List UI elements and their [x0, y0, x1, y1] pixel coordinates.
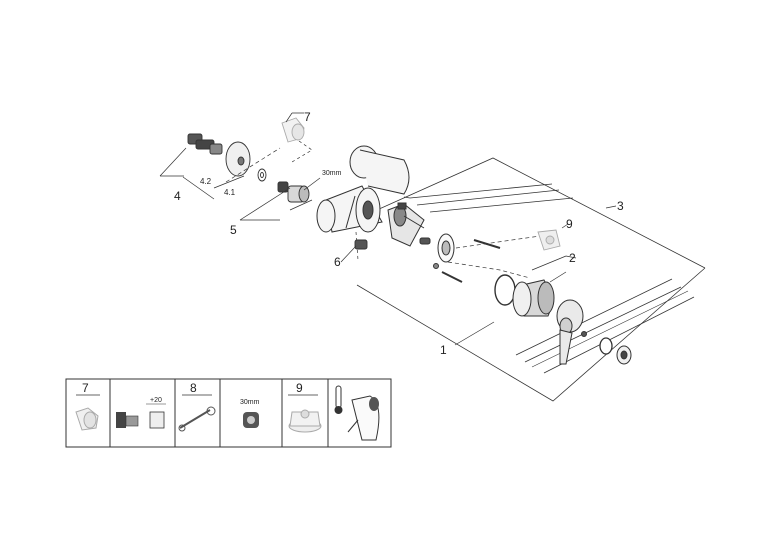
legend-cell-extension: +20 — [116, 397, 166, 429]
mixer-body — [316, 145, 410, 233]
callout-4: 4 — [174, 189, 181, 203]
screws — [433, 239, 501, 283]
legend-cell-9: 9 — [288, 381, 322, 433]
part-6-aerator — [340, 231, 368, 263]
callout-5: 5 — [230, 223, 237, 237]
dimension-30mm: 30mm — [322, 170, 342, 177]
legend-number-8: 8 — [190, 381, 197, 395]
wrench-icon — [179, 409, 211, 429]
legend-number-9: 9 — [296, 381, 303, 395]
mounting-plate — [437, 233, 541, 279]
legend-cell-temperature — [334, 385, 380, 441]
part-7-cap — [281, 112, 313, 163]
part-4-connection — [159, 133, 281, 200]
lever-handle — [556, 299, 632, 365]
callout-4-1: 4.1 — [224, 188, 236, 197]
thermometer-icon — [335, 385, 342, 409]
s-union-fitting — [187, 133, 223, 155]
part-5-nut — [239, 177, 321, 221]
part-9-tool — [537, 223, 569, 251]
legend-strip: 7 +20 8 30mm 9 — [65, 378, 392, 448]
rosette-4-1 — [225, 141, 251, 177]
legend-note-plus20: +20 — [150, 397, 162, 404]
callout-9: 9 — [566, 217, 573, 231]
legend-number-7: 7 — [82, 381, 89, 395]
washer — [257, 168, 267, 182]
callout-1: 1 — [440, 343, 447, 357]
legend-note-30mm: 30mm — [240, 399, 260, 406]
legend-cell-7: 7 — [75, 381, 99, 431]
leader-lines — [403, 196, 617, 346]
cartridge — [387, 202, 431, 247]
legend-cell-8: 8 — [178, 381, 216, 432]
callout-6: 6 — [334, 255, 341, 269]
wall-plane — [349, 157, 706, 402]
callout-4-2: 4.2 — [200, 177, 212, 186]
callout-3: 3 — [617, 199, 624, 213]
callout-7: 7 — [304, 110, 311, 124]
part-2-sleeve — [494, 255, 577, 317]
callout-2: 2 — [569, 251, 576, 265]
callout-labels: 1 2 3 4 4.1 4.2 5 6 7 9 30mm — [174, 110, 624, 357]
legend-cell-30mm: 30mm — [240, 399, 260, 428]
